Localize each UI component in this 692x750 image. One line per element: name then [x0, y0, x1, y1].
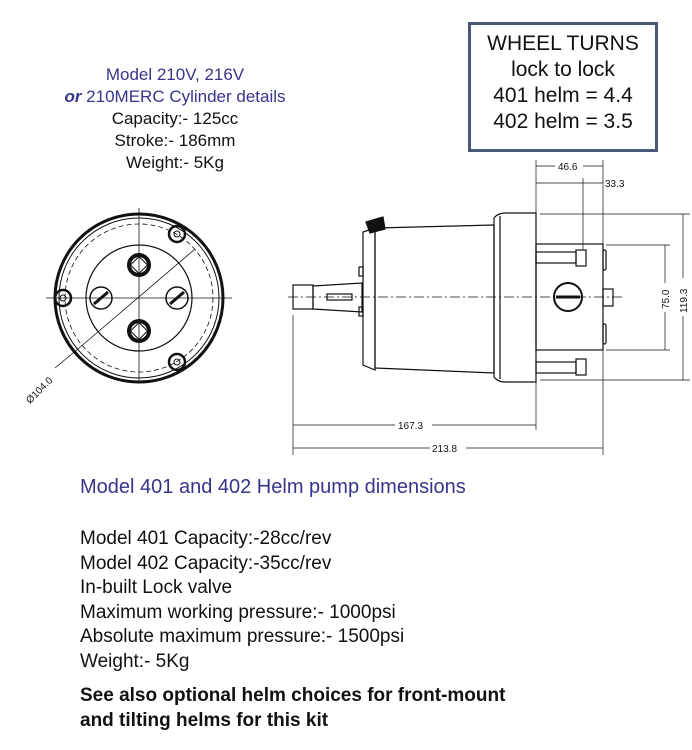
spec-item: Model 402 Capacity:-35cc/rev: [80, 552, 332, 574]
dim-213-8: 213.8: [432, 444, 457, 455]
front-bolt-heads: [53, 224, 187, 372]
wheel-turns-box: WHEEL TURNS lock to lock 401 helm = 4.4 …: [468, 22, 658, 152]
cylinder-title-line1: Model 210V, 216V: [105, 65, 245, 84]
spec-item: Weight:- 5Kg: [80, 650, 190, 672]
diameter-label: Ø104.0: [24, 375, 55, 406]
cylinder-stroke: Stroke:- 186mm: [114, 131, 236, 150]
helm-note: See also optional helm choices for front…: [80, 683, 505, 733]
note-line2: and tilting helms for this kit: [80, 710, 329, 731]
wheel-turns-402: 402 helm = 3.5: [493, 110, 633, 133]
cylinder-capacity: Capacity:- 125cc: [111, 109, 239, 128]
spec-item: In-built Lock valve: [80, 577, 233, 598]
cylinder-title-line2: or 210MERC Cylinder details: [40, 86, 310, 108]
wheel-turns-subtitle: lock to lock: [511, 58, 615, 81]
knob: [365, 216, 386, 234]
side-view: [288, 212, 625, 383]
wheel-turns-401: 401 helm = 4.4: [493, 84, 633, 107]
front-view: Ø104.0: [24, 208, 232, 406]
wheel-turns-title: WHEEL TURNS: [487, 32, 639, 55]
shaft-key: [326, 293, 353, 301]
or-label: or: [64, 87, 82, 106]
helm-dimensions-title: Model 401 and 402 Helm pump dimensions: [80, 476, 466, 498]
spec-item: Model 401 Capacity:-28cc/rev: [80, 528, 332, 549]
pump-body: [374, 224, 495, 374]
dimension-labels: 46.6 33.3 75.0 119.3 167.3 213.8: [398, 162, 690, 455]
lock-valve-plug: [553, 282, 583, 312]
dim-167-3: 167.3: [398, 421, 423, 432]
cylinder-title-text: 210MERC Cylinder details: [81, 87, 286, 106]
cylinder-weight: Weight:- 5Kg: [126, 153, 224, 172]
note-line1: See also optional helm choices for front…: [80, 685, 506, 706]
spec-item: Maximum working pressure:- 1000psi: [80, 601, 396, 623]
cylinder-details: Model 210V, 216V or 210MERC Cylinder det…: [40, 64, 310, 174]
front-ports: [89, 253, 189, 343]
dim-75-0: 75.0: [661, 289, 672, 309]
helm-specs: Model 401 Capacity:-28cc/rev Model 402 C…: [80, 527, 404, 674]
dim-119-3: 119.3: [679, 288, 690, 313]
dim-33-3: 33.3: [605, 179, 625, 190]
dim-46-6: 46.6: [558, 162, 578, 173]
spec-item: Absolute maximum pressure:- 1500psi: [80, 626, 405, 647]
dimension-lines: [292, 160, 690, 455]
